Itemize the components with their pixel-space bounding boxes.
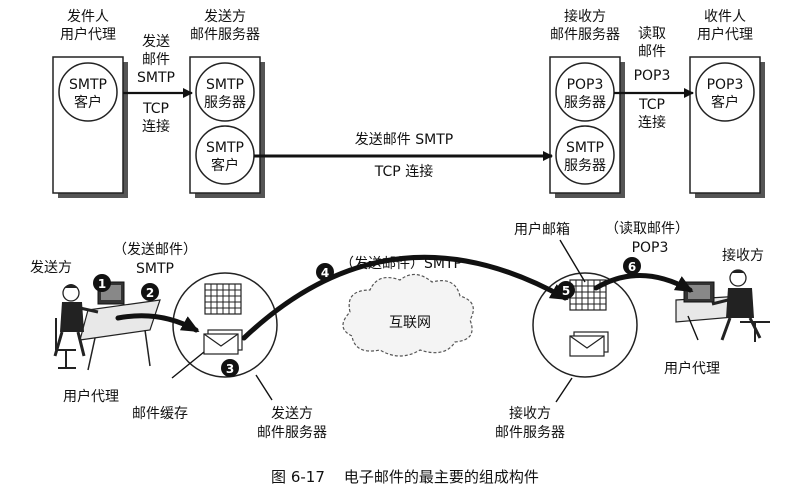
receiver-ms-title-2: 邮件服务器: [550, 27, 620, 43]
bottom-sender-label: 发送方: [30, 260, 72, 276]
internet-cloud: 互联网: [342, 273, 474, 357]
read-label-3: POP3: [634, 68, 671, 84]
pop3-server-circle: POP3 服务器: [555, 62, 615, 122]
receiver-ua-title-1: 收件人: [704, 9, 746, 25]
tcp2-label-2: 连接: [638, 114, 666, 131]
mail-cache-pointer: [171, 351, 205, 379]
step-badge-4: 4: [316, 263, 334, 281]
pop3-client-circle: POP3 客户: [695, 62, 755, 122]
mid-smtp-label: 发送邮件 SMTP: [355, 132, 453, 148]
receiver-server-label-1: 接收方: [509, 405, 551, 422]
receiver-mail-server-box: 接收方 邮件服务器 POP3 服务器 SMTP 服务器: [549, 8, 625, 198]
envelope-icon: [569, 331, 609, 357]
mail-cache-label: 邮件缓存: [132, 406, 188, 422]
bottom-read-label-1: （读取邮件）: [605, 220, 689, 237]
sender-ms-title-1: 发送方: [204, 9, 246, 25]
send-label-3: SMTP: [137, 70, 175, 86]
smtp-client-circle: SMTP 客户: [58, 62, 118, 122]
sender-mail-server-box: 发送方 邮件服务器 SMTP 服务器 SMTP 客户: [189, 9, 265, 198]
grid-icon: [204, 283, 242, 315]
step-badge-2: 2: [141, 283, 159, 301]
mid-tcp-label: TCP 连接: [374, 163, 433, 180]
svg-text:5: 5: [562, 284, 570, 298]
bottom-user-agent-right: 用户代理: [664, 360, 720, 377]
sender-server-label-1: 发送方: [271, 406, 313, 422]
smtp-server-circle: SMTP 服务器: [195, 62, 255, 122]
smtp-server-label-2: 服务器: [204, 95, 246, 111]
smtp-client2-label-1: SMTP: [206, 140, 244, 156]
sender-ms-title-2: 邮件服务器: [190, 27, 260, 43]
send-label-1: 发送: [142, 34, 170, 50]
flow-arrow-step4: [241, 254, 569, 341]
receiver-user-agent-box: 收件人 用户代理 POP3 客户: [689, 9, 765, 198]
pop3-server-label-1: POP3: [567, 77, 604, 93]
step4-label: （发送邮件）SMTP: [340, 256, 462, 272]
sender-ua-title-1: 发件人: [67, 9, 109, 25]
receiver-server-label-2: 邮件服务器: [495, 425, 565, 441]
smtp-client-label-1: SMTP: [69, 77, 107, 93]
bottom-receiver-label: 接收方: [722, 247, 764, 264]
sender-server-pointer: [255, 374, 273, 401]
smtp-server2-label-1: SMTP: [566, 140, 604, 156]
smtp-client-label-2: 客户: [74, 94, 102, 111]
step-badge-1: 1: [93, 274, 111, 292]
tcp2-label-1: TCP: [638, 97, 665, 113]
mailbox-pointer: [559, 239, 586, 283]
pop3-client-label-1: POP3: [707, 77, 744, 93]
envelope-icon: [203, 329, 243, 355]
read-label-2: 邮件: [638, 44, 666, 60]
pop3-server-label-2: 服务器: [564, 95, 606, 111]
tcp1-label-2: 连接: [142, 118, 170, 135]
bottom-read-label-2: POP3: [632, 240, 669, 256]
bottom-send-label-2: SMTP: [136, 261, 174, 277]
bottom-send-label-1: （发送邮件）: [113, 242, 197, 258]
receiver-ms-title-1: 接收方: [564, 8, 606, 25]
sender-server-label-2: 邮件服务器: [257, 425, 327, 441]
smtp-server2-label-2: 服务器: [564, 158, 606, 174]
sender-server-circle: [172, 272, 278, 378]
smtp-client2-label-2: 客户: [211, 157, 239, 174]
send-label-2: 邮件: [142, 52, 170, 68]
svg-text:2: 2: [146, 286, 154, 300]
figure-caption: 图 6-17 电子邮件的最主要的组成构件: [271, 468, 539, 486]
sender-ua-title-2: 用户代理: [60, 26, 116, 43]
tcp1-label-1: TCP: [142, 101, 169, 117]
flow-arrow-step6: [593, 273, 694, 293]
pop3-client-label-2: 客户: [711, 94, 739, 111]
flow-arrow-step2: [115, 313, 200, 333]
svg-text:6: 6: [628, 260, 636, 274]
smtp-client2-circle: SMTP 客户: [195, 125, 255, 185]
sender-user-agent-box: 发件人 用户代理 SMTP 客户: [52, 9, 128, 198]
step-badge-6: 6: [623, 257, 641, 275]
receiver-server-pointer: [555, 377, 573, 403]
step-badge-3: 3: [221, 359, 239, 377]
bottom-user-agent-left: 用户代理: [63, 388, 119, 405]
receiver-person-illustration: [675, 269, 770, 342]
svg-text:1: 1: [98, 277, 106, 291]
smtp-server-label-1: SMTP: [206, 77, 244, 93]
receiver-ua-pointer: [687, 315, 699, 341]
step-badge-5: 5: [557, 281, 575, 299]
receiver-ua-title-2: 用户代理: [697, 26, 753, 43]
internet-label: 互联网: [389, 315, 431, 331]
smtp-server2-circle: SMTP 服务器: [555, 125, 615, 185]
svg-text:3: 3: [226, 362, 234, 376]
svg-text:4: 4: [321, 266, 329, 280]
mailbox-label: 用户邮箱: [514, 221, 570, 238]
read-label-1: 读取: [638, 25, 666, 42]
